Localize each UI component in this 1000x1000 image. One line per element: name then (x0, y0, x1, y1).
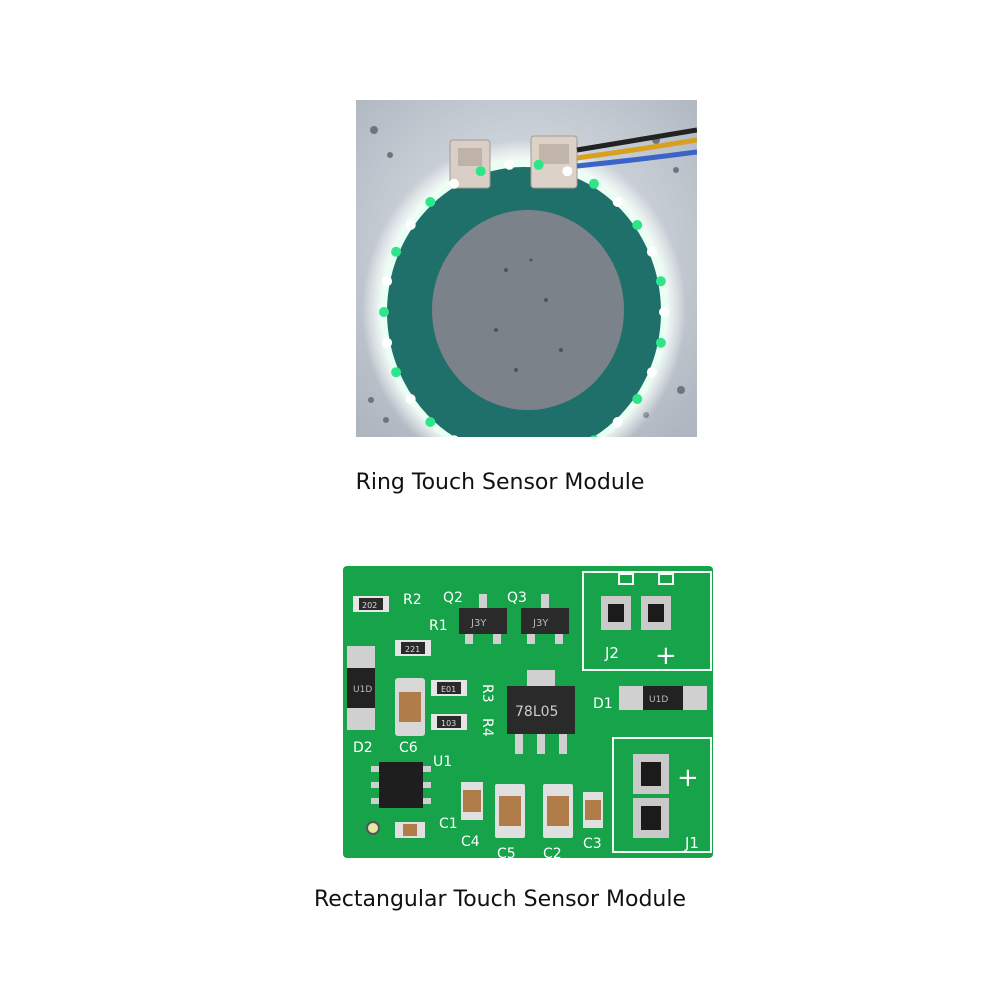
ring-sensor-photo (356, 100, 697, 437)
q3-label: Q3 (507, 590, 527, 606)
c6-capacitor (395, 678, 425, 736)
voltage-regulator (507, 670, 575, 754)
touch-pad-center (432, 210, 624, 410)
j1-header (633, 754, 669, 838)
rectangular-sensor-photo: J2 + + J1 202 R2 Q2 Q3 J3Y J3Y R1 (343, 566, 713, 858)
q2-label: Q2 (443, 590, 463, 606)
mounting-hole (366, 821, 380, 835)
led-dot (632, 394, 643, 404)
pad-speckles (494, 258, 563, 372)
led-dot (655, 337, 666, 348)
c5-capacitor (495, 784, 525, 838)
led-dot (391, 367, 402, 378)
r3-label: R3 (479, 684, 495, 703)
r2-label: R2 (403, 592, 422, 608)
c1-capacitor (395, 822, 425, 838)
led-dot (659, 307, 669, 317)
c2-label: C2 (543, 846, 562, 858)
q2-transistor (459, 594, 507, 644)
j1-outline (612, 737, 712, 853)
j2-outline (582, 571, 712, 671)
q3-code: J3Y (532, 618, 549, 629)
d1-diode (619, 686, 707, 710)
led-dot (425, 197, 436, 207)
c4-capacitor (461, 782, 483, 820)
led-dot (533, 159, 544, 170)
led-ring (379, 159, 669, 437)
c3-capacitor (583, 792, 603, 828)
led-dot (504, 159, 515, 170)
c2-capacitor (543, 784, 573, 838)
ring-sensor-illustration (356, 100, 697, 437)
led-dot (405, 220, 416, 230)
r2-code: 202 (362, 601, 377, 610)
r1-code: 221 (405, 645, 420, 654)
u1-chip (371, 762, 431, 808)
led-dot (562, 166, 573, 177)
d1-code: U1D (649, 695, 668, 705)
c4-label: C4 (461, 834, 480, 850)
led-dot (379, 307, 389, 317)
q3-transistor (521, 594, 569, 644)
led-dot (382, 337, 393, 348)
led-dot (655, 276, 666, 287)
rectangular-sensor-illustration: J2 + + J1 202 R2 Q2 Q3 J3Y J3Y R1 (343, 566, 713, 858)
r3-code: E01 (441, 685, 456, 694)
j1-label: J1 (684, 834, 699, 852)
led-dot (589, 178, 599, 189)
led-dot (382, 276, 393, 287)
regulator-code: 78L05 (515, 704, 558, 720)
led-dot (391, 246, 402, 257)
led-dot (590, 435, 598, 437)
led-dot (646, 246, 657, 257)
r1-label: R1 (429, 618, 448, 634)
q2-code: J3Y (470, 618, 487, 629)
j2-header (601, 596, 671, 630)
d2-diode (347, 646, 375, 730)
led-dot (612, 197, 623, 207)
r4-label: R4 (479, 718, 495, 737)
led-dot (646, 367, 657, 378)
led-dot (405, 394, 416, 404)
j2-plus-label: + (655, 641, 677, 671)
j1-plus-label: + (677, 763, 699, 793)
u1-label: U1 (433, 754, 452, 770)
j2-tab-left (618, 573, 634, 585)
d1-label: D1 (593, 696, 613, 712)
c5-label: C5 (497, 846, 516, 858)
led-dot (425, 417, 436, 427)
led-dot (612, 417, 623, 427)
j2-tab-right (658, 573, 674, 585)
led-dot (475, 166, 486, 177)
d2-label: D2 (353, 740, 373, 756)
r4-code: 103 (441, 719, 456, 728)
c6-label: C6 (399, 740, 418, 756)
rectangular-sensor-caption: Rectangular Touch Sensor Module (313, 887, 687, 912)
d2-code: U1D (353, 685, 372, 695)
ring-sensor-caption: Ring Touch Sensor Module (355, 470, 645, 495)
c1-label: C1 (439, 816, 458, 832)
led-dot (449, 178, 459, 189)
led-dot (632, 220, 643, 230)
j2-label: J2 (604, 644, 619, 662)
wires (576, 127, 697, 169)
led-dot (450, 435, 458, 437)
c3-label: C3 (583, 836, 602, 852)
